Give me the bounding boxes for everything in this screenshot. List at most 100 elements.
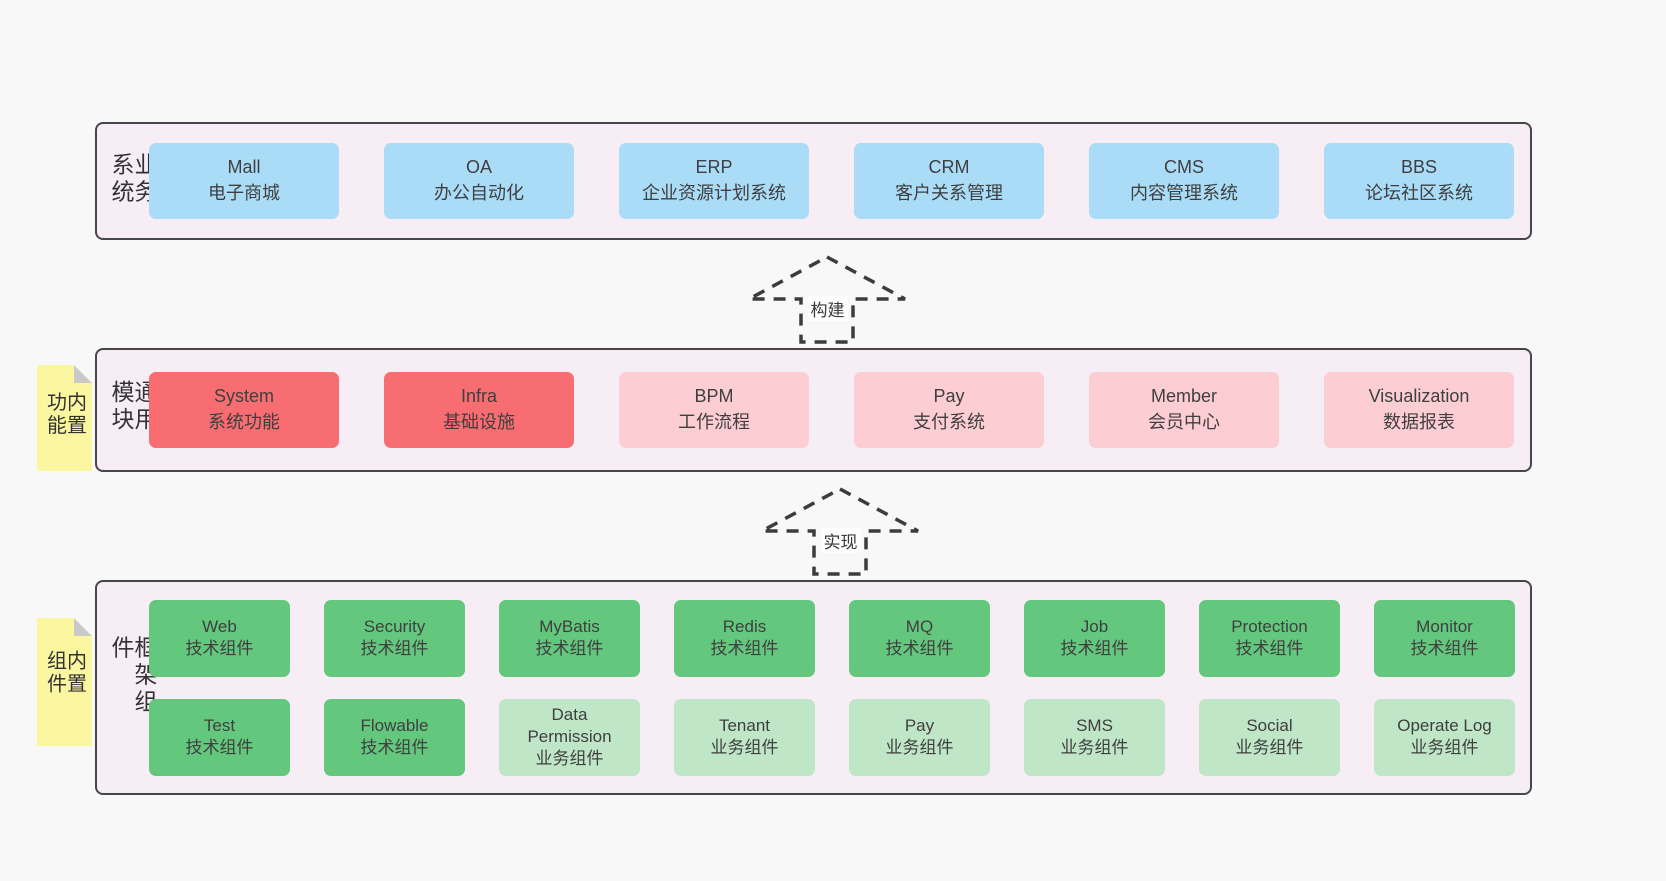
box-subtitle: 支付系统 bbox=[913, 412, 985, 432]
box-pay-system: Pay 支付系统 bbox=[854, 372, 1044, 448]
section-framework-components: 框架组件 Web 技术组件 Security 技术组件 MyBatis 技术组件… bbox=[95, 580, 1532, 795]
box-erp: ERP 企业资源计划系统 bbox=[619, 143, 809, 219]
box-subtitle: 技术组件 bbox=[1410, 639, 1479, 658]
box-subtitle: 技术组件 bbox=[185, 639, 254, 658]
sticky-label: 内置组件 bbox=[43, 650, 86, 696]
box-subtitle: 技术组件 bbox=[1235, 639, 1304, 658]
box-title: Security bbox=[363, 616, 426, 636]
box-subtitle: 业务组件 bbox=[1060, 738, 1129, 757]
box-web: Web 技术组件 bbox=[149, 599, 290, 677]
box-title: CMS bbox=[1164, 157, 1204, 178]
box-subtitle: 技术组件 bbox=[185, 738, 254, 757]
sticky-note-built-in-components: 内置组件 bbox=[37, 618, 92, 746]
box-subtitle: 技术组件 bbox=[360, 639, 429, 658]
box-mybatis: MyBatis 技术组件 bbox=[499, 599, 640, 677]
box-title: ERP bbox=[695, 157, 733, 178]
box-data-permission: Data Permission 业务组件 bbox=[499, 698, 640, 776]
section-common-modules: 通用模块 System 系统功能 Infra 基础设施 BPM 工作流程 Pay… bbox=[95, 348, 1532, 472]
box-title: BBS bbox=[1400, 157, 1438, 178]
components-row-2: Test 技术组件 Flowable 技术组件 Data Permission … bbox=[149, 698, 1524, 776]
box-subtitle: 业务组件 bbox=[1235, 738, 1304, 757]
box-title: MyBatis bbox=[539, 616, 600, 636]
box-title: Visualization bbox=[1368, 386, 1470, 407]
box-operate-log: Operate Log 业务组件 bbox=[1374, 698, 1515, 776]
box-title: Infra bbox=[460, 386, 498, 407]
arrow-up-build: 构建 bbox=[745, 254, 910, 346]
box-redis: Redis 技术组件 bbox=[674, 599, 815, 677]
box-title: Flowable bbox=[360, 715, 429, 735]
box-bbs: BBS 论坛社区系统 bbox=[1324, 143, 1514, 219]
box-social: Social 业务组件 bbox=[1199, 698, 1340, 776]
box-tenant: Tenant 业务组件 bbox=[674, 698, 815, 776]
box-job: Job 技术组件 bbox=[1024, 599, 1165, 677]
box-subtitle: 数据报表 bbox=[1383, 412, 1455, 432]
box-title: Test bbox=[203, 715, 236, 735]
box-title: Job bbox=[1080, 616, 1109, 636]
block-arrow-up-icon bbox=[761, 487, 919, 576]
box-title: Web bbox=[202, 616, 237, 636]
box-title: Member bbox=[1150, 386, 1217, 407]
box-title: Data Permission bbox=[527, 704, 612, 746]
box-system: System 系统功能 bbox=[149, 372, 339, 448]
box-title: CRM bbox=[928, 157, 970, 178]
box-subtitle: 电子商城 bbox=[208, 183, 280, 203]
box-subtitle: 基础设施 bbox=[443, 412, 515, 432]
box-title: Monitor bbox=[1416, 616, 1473, 636]
box-subtitle: 技术组件 bbox=[535, 639, 604, 658]
box-member: Member 会员中心 bbox=[1089, 372, 1279, 448]
arrow-implement-label: 实现 bbox=[820, 528, 861, 553]
box-subtitle: 系统功能 bbox=[208, 412, 280, 432]
box-title: OA bbox=[465, 157, 492, 178]
box-title: Mall bbox=[227, 157, 261, 178]
arrow-build-label: 构建 bbox=[807, 296, 848, 321]
box-flowable: Flowable 技术组件 bbox=[324, 698, 465, 776]
block-arrow-up-icon bbox=[748, 255, 906, 344]
box-title: Operate Log bbox=[1397, 715, 1492, 735]
box-subtitle: 技术组件 bbox=[710, 639, 779, 658]
components-row-1: Web 技术组件 Security 技术组件 MyBatis 技术组件 Redi… bbox=[149, 599, 1524, 677]
box-title: Redis bbox=[722, 616, 767, 636]
box-mq: MQ 技术组件 bbox=[849, 599, 990, 677]
box-title: SMS bbox=[1076, 715, 1113, 735]
box-title: Pay bbox=[933, 386, 965, 407]
box-title: Pay bbox=[904, 715, 935, 735]
box-subtitle: 技术组件 bbox=[885, 639, 954, 658]
box-protection: Protection 技术组件 bbox=[1199, 599, 1340, 677]
box-subtitle: 业务组件 bbox=[885, 738, 954, 757]
box-oa: OA 办公自动化 bbox=[384, 143, 574, 219]
box-title: Social bbox=[1246, 715, 1293, 735]
sticky-note-built-in-features: 内置功能 bbox=[37, 365, 92, 471]
modules-boxes-row: System 系统功能 Infra 基础设施 BPM 工作流程 Pay 支付系统… bbox=[145, 350, 1524, 470]
box-bpm: BPM 工作流程 bbox=[619, 372, 809, 448]
box-title: System bbox=[213, 386, 274, 407]
box-subtitle: 论坛社区系统 bbox=[1365, 183, 1473, 203]
box-visualization: Visualization 数据报表 bbox=[1324, 372, 1514, 448]
business-boxes-row: Mall 电子商城 OA 办公自动化 ERP 企业资源计划系统 CRM 客户关系… bbox=[145, 124, 1524, 238]
box-subtitle: 企业资源计划系统 bbox=[642, 183, 786, 203]
box-title: BPM bbox=[694, 386, 734, 407]
box-test: Test 技术组件 bbox=[149, 698, 290, 776]
box-title: Protection bbox=[1231, 616, 1308, 636]
box-infra: Infra 基础设施 bbox=[384, 372, 574, 448]
box-subtitle: 业务组件 bbox=[535, 749, 604, 769]
box-title: Tenant bbox=[718, 715, 771, 735]
box-subtitle: 技术组件 bbox=[1060, 639, 1129, 658]
components-rows: Web 技术组件 Security 技术组件 MyBatis 技术组件 Redi… bbox=[145, 582, 1524, 793]
box-monitor: Monitor 技术组件 bbox=[1374, 599, 1515, 677]
box-subtitle: 会员中心 bbox=[1148, 412, 1220, 432]
box-title: MQ bbox=[905, 616, 934, 636]
box-subtitle: 业务组件 bbox=[710, 738, 779, 757]
box-mall: Mall 电子商城 bbox=[149, 143, 339, 219]
box-sms: SMS 业务组件 bbox=[1024, 698, 1165, 776]
arrow-up-implement: 实现 bbox=[758, 486, 923, 578]
box-cms: CMS 内容管理系统 bbox=[1089, 143, 1279, 219]
box-subtitle: 办公自动化 bbox=[434, 183, 524, 203]
box-security: Security 技术组件 bbox=[324, 599, 465, 677]
section-business-systems: 业务系统 Mall 电子商城 OA 办公自动化 ERP 企业资源计划系统 CRM… bbox=[95, 122, 1532, 240]
box-subtitle: 内容管理系统 bbox=[1130, 183, 1238, 203]
box-crm: CRM 客户关系管理 bbox=[854, 143, 1044, 219]
box-pay-component: Pay 业务组件 bbox=[849, 698, 990, 776]
sticky-label: 内置功能 bbox=[43, 391, 86, 438]
box-subtitle: 业务组件 bbox=[1410, 738, 1479, 757]
